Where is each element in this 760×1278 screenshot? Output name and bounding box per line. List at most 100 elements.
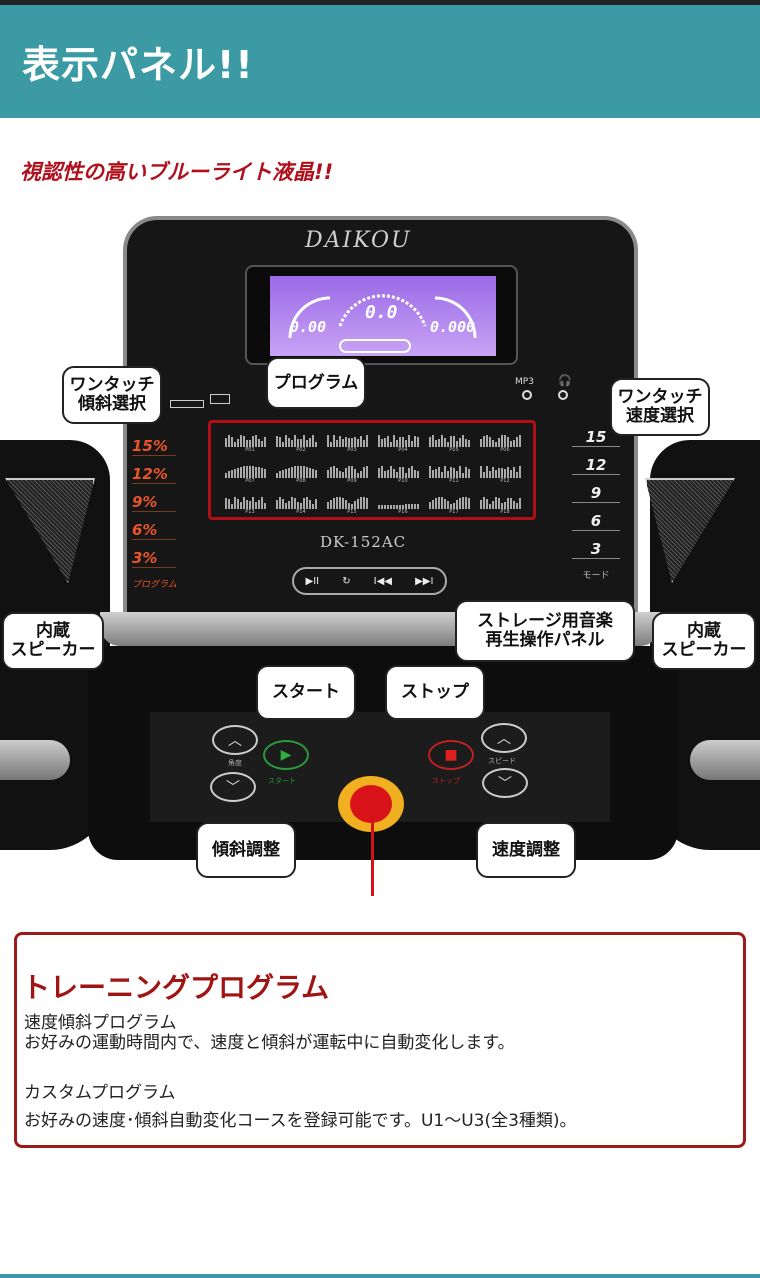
program-p15: P15 [327,491,377,521]
next-button[interactable]: ▶▶I [415,575,434,587]
program-profile-icon [429,435,470,447]
program-profile-icon [327,497,368,509]
program-label: P15 [347,509,357,515]
program-label: P11 [449,478,459,484]
program-p06: P06 [480,429,530,459]
program-label: P02 [296,447,306,453]
sd-slot-icon [170,400,204,408]
program-label: P08 [296,478,306,484]
incline-label: 角度 [228,759,242,767]
program-p01: P01 [225,429,275,459]
program-p05: P05 [429,429,479,459]
program-p17: P17 [429,491,479,521]
program-profile-icon [276,435,317,447]
subtitle: 視認性の高いブルーライト液晶!! [20,160,334,184]
program-p10: P10 [378,460,428,490]
incline-down-button[interactable]: ﹀ [210,772,256,802]
brand-logo: DAIKOU [305,228,412,253]
program-label: P17 [449,509,459,515]
info-box [14,932,746,1148]
program-p16: P16 [378,491,428,521]
speed-up-button[interactable]: ︿ [481,723,527,753]
callout-speed-select: ワンタッチ 速度選択 [610,378,710,436]
program-p18: P18 [480,491,530,521]
program-profile-icon [327,466,368,478]
callout-stop: ストップ [385,665,485,720]
lcd-gauges [288,294,477,353]
speed-key-12[interactable]: 12 [572,456,620,475]
callout-incline-adjust: 傾斜調整 [196,822,296,878]
play-pause-button[interactable]: ▶II [305,575,320,587]
program-profile-icon [225,435,266,447]
program-label: P06 [500,447,510,453]
program-label: P12 [500,478,510,484]
safety-cord[interactable] [371,810,374,896]
headphone-icon: 🎧 [558,374,572,387]
speed-down-button[interactable]: ﹀ [482,768,528,798]
stop-label: ストップ [432,777,460,785]
callout-start: スタート [256,665,356,720]
previous-button[interactable]: I◀◀ [373,575,393,587]
stop-button[interactable]: ■ [428,740,474,770]
speed-key-15[interactable]: 15 [572,428,620,447]
program-p14: P14 [276,491,326,521]
lcd-display: 0.00 0.0 0.000 [270,276,496,356]
program-profile-icon [225,497,266,509]
callout-speaker-left: 内蔵 スピーカー [2,612,104,670]
program-p03: P03 [327,429,377,459]
program-label: P05 [449,447,459,453]
page-title: 表示パネル!! [22,43,254,87]
program-profile-icon [429,466,470,478]
callout-speed-adjust: 速度調整 [476,822,576,878]
program-label: P01 [245,447,255,453]
incline-key-15[interactable]: 15% [132,437,176,456]
program-label: P10 [398,478,408,484]
start-label: スタート [268,777,296,785]
program-profile-icon [378,466,419,478]
speed-key-9[interactable]: 9 [572,484,620,503]
bottom-divider [0,1274,760,1278]
info-heading-1: 速度傾斜プログラム [24,1013,177,1033]
media-controls: ▶II ↻ I◀◀ ▶▶I [292,567,447,595]
callout-program: プログラム [266,357,366,409]
program-profile-icon [276,497,317,509]
repeat-button[interactable]: ↻ [342,575,351,587]
program-profile-icon [327,435,368,447]
speed-keys: 15 12 9 6 3 モード [572,428,620,581]
info-text-2: お好みの速度･傾斜自動変化コースを登録可能です。U1～U3(全3種類)。 [24,1111,577,1131]
speed-key-3[interactable]: 3 [572,540,620,559]
program-profile-icon [378,504,419,509]
incline-key-3[interactable]: 3% [132,549,176,568]
start-button[interactable]: ▶ [263,740,309,770]
incline-key-12[interactable]: 12% [132,465,176,484]
mode-key[interactable]: モード [582,571,610,581]
program-profile-icon [225,466,266,478]
program-p12: P12 [480,460,530,490]
program-profile-icon [480,466,521,478]
program-profile-icon [429,497,470,509]
program-label: P16 [398,509,408,515]
section-header [0,5,760,118]
callout-incline-select: ワンタッチ 傾斜選択 [62,366,162,424]
lcd-center-value: 0.0 [365,302,398,323]
incline-up-button[interactable]: ︿ [212,725,258,755]
mp3-jack[interactable] [522,390,532,400]
usb-port-icon [210,394,230,404]
program-key[interactable]: プログラム [132,580,177,590]
program-label: P07 [245,478,255,484]
incline-key-6[interactable]: 6% [132,521,176,540]
headphone-jack[interactable] [558,390,568,400]
model-number: DK-152AC [320,533,407,551]
lcd-right-value: 0.000 [430,318,476,336]
info-heading-2: カスタムプログラム [24,1083,176,1103]
program-p09: P09 [327,460,377,490]
speed-key-6[interactable]: 6 [572,512,620,531]
program-label: P18 [500,509,510,515]
info-title: トレーニングプログラム [22,971,330,1004]
lcd-left-value: 0.00 [290,318,327,336]
program-p11: P11 [429,460,479,490]
program-label: P04 [398,447,408,453]
incline-key-9[interactable]: 9% [132,493,176,512]
incline-keys: 15% 12% 9% 6% 3% プログラム [132,437,177,590]
